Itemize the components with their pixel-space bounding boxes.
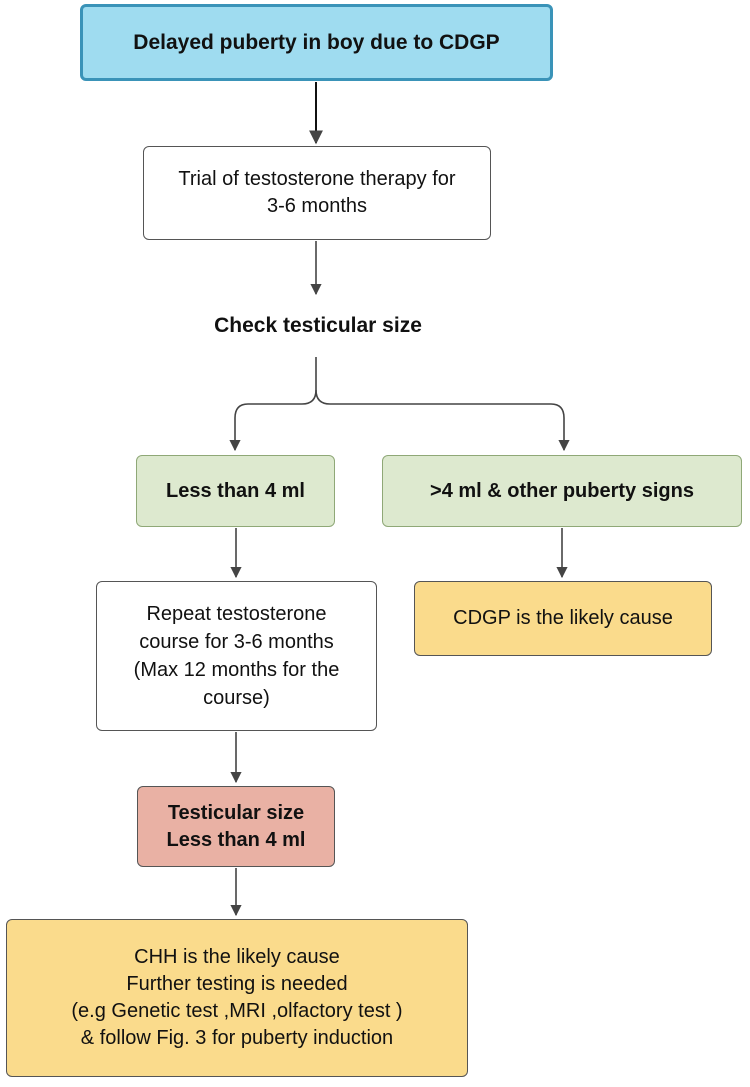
chh-cause-node: CHH is the likely cause Further testing … [6,919,468,1077]
start-node: Delayed puberty in boy due to CDGP [80,4,553,81]
trial-therapy-node: Trial of testosterone therapy for 3-6 mo… [143,146,491,240]
trial-line-2: 3-6 months [266,195,368,217]
repeat-course-node: Repeat testosterone course for 3-6 month… [96,581,377,731]
chh-line-2: Further testing is needed [126,973,348,995]
chh-line-3: (e.g Genetic test ,MRI ,olfactory test ) [71,1000,403,1022]
cdgp-cause-node: CDGP is the likely cause [414,581,712,656]
less-label: Less than 4 ml [166,479,305,502]
more-label: >4 ml & other puberty signs [430,479,694,502]
branch-bracket-right [315,389,570,452]
chh-line-1: CHH is the likely cause [134,946,340,968]
size-line-1: Testicular size [167,801,305,824]
size-line-2: Less than 4 ml [166,828,306,851]
branch-bracket [229,357,317,452]
more-than-4ml-node: >4 ml & other puberty signs [382,455,742,527]
trial-line-1: Trial of testosterone therapy for [178,168,456,190]
repeat-line-1: Repeat testosterone [146,603,327,625]
chh-line-4: & follow Fig. 3 for puberty induction [80,1027,394,1049]
cdgp-label: CDGP is the likely cause [453,607,673,629]
check-label: Check testicular size [214,314,422,337]
repeat-line-2: course for 3-6 months [139,631,334,653]
testicular-size-node: Testicular size Less than 4 ml [137,786,335,867]
check-testicular-size-label: Check testicular size [150,308,486,344]
repeat-line-3: (Max 12 months for the [133,659,340,681]
less-than-4ml-node: Less than 4 ml [136,455,335,527]
repeat-line-4: course) [203,687,270,709]
start-node-label: Delayed puberty in boy due to CDGP [133,30,500,54]
